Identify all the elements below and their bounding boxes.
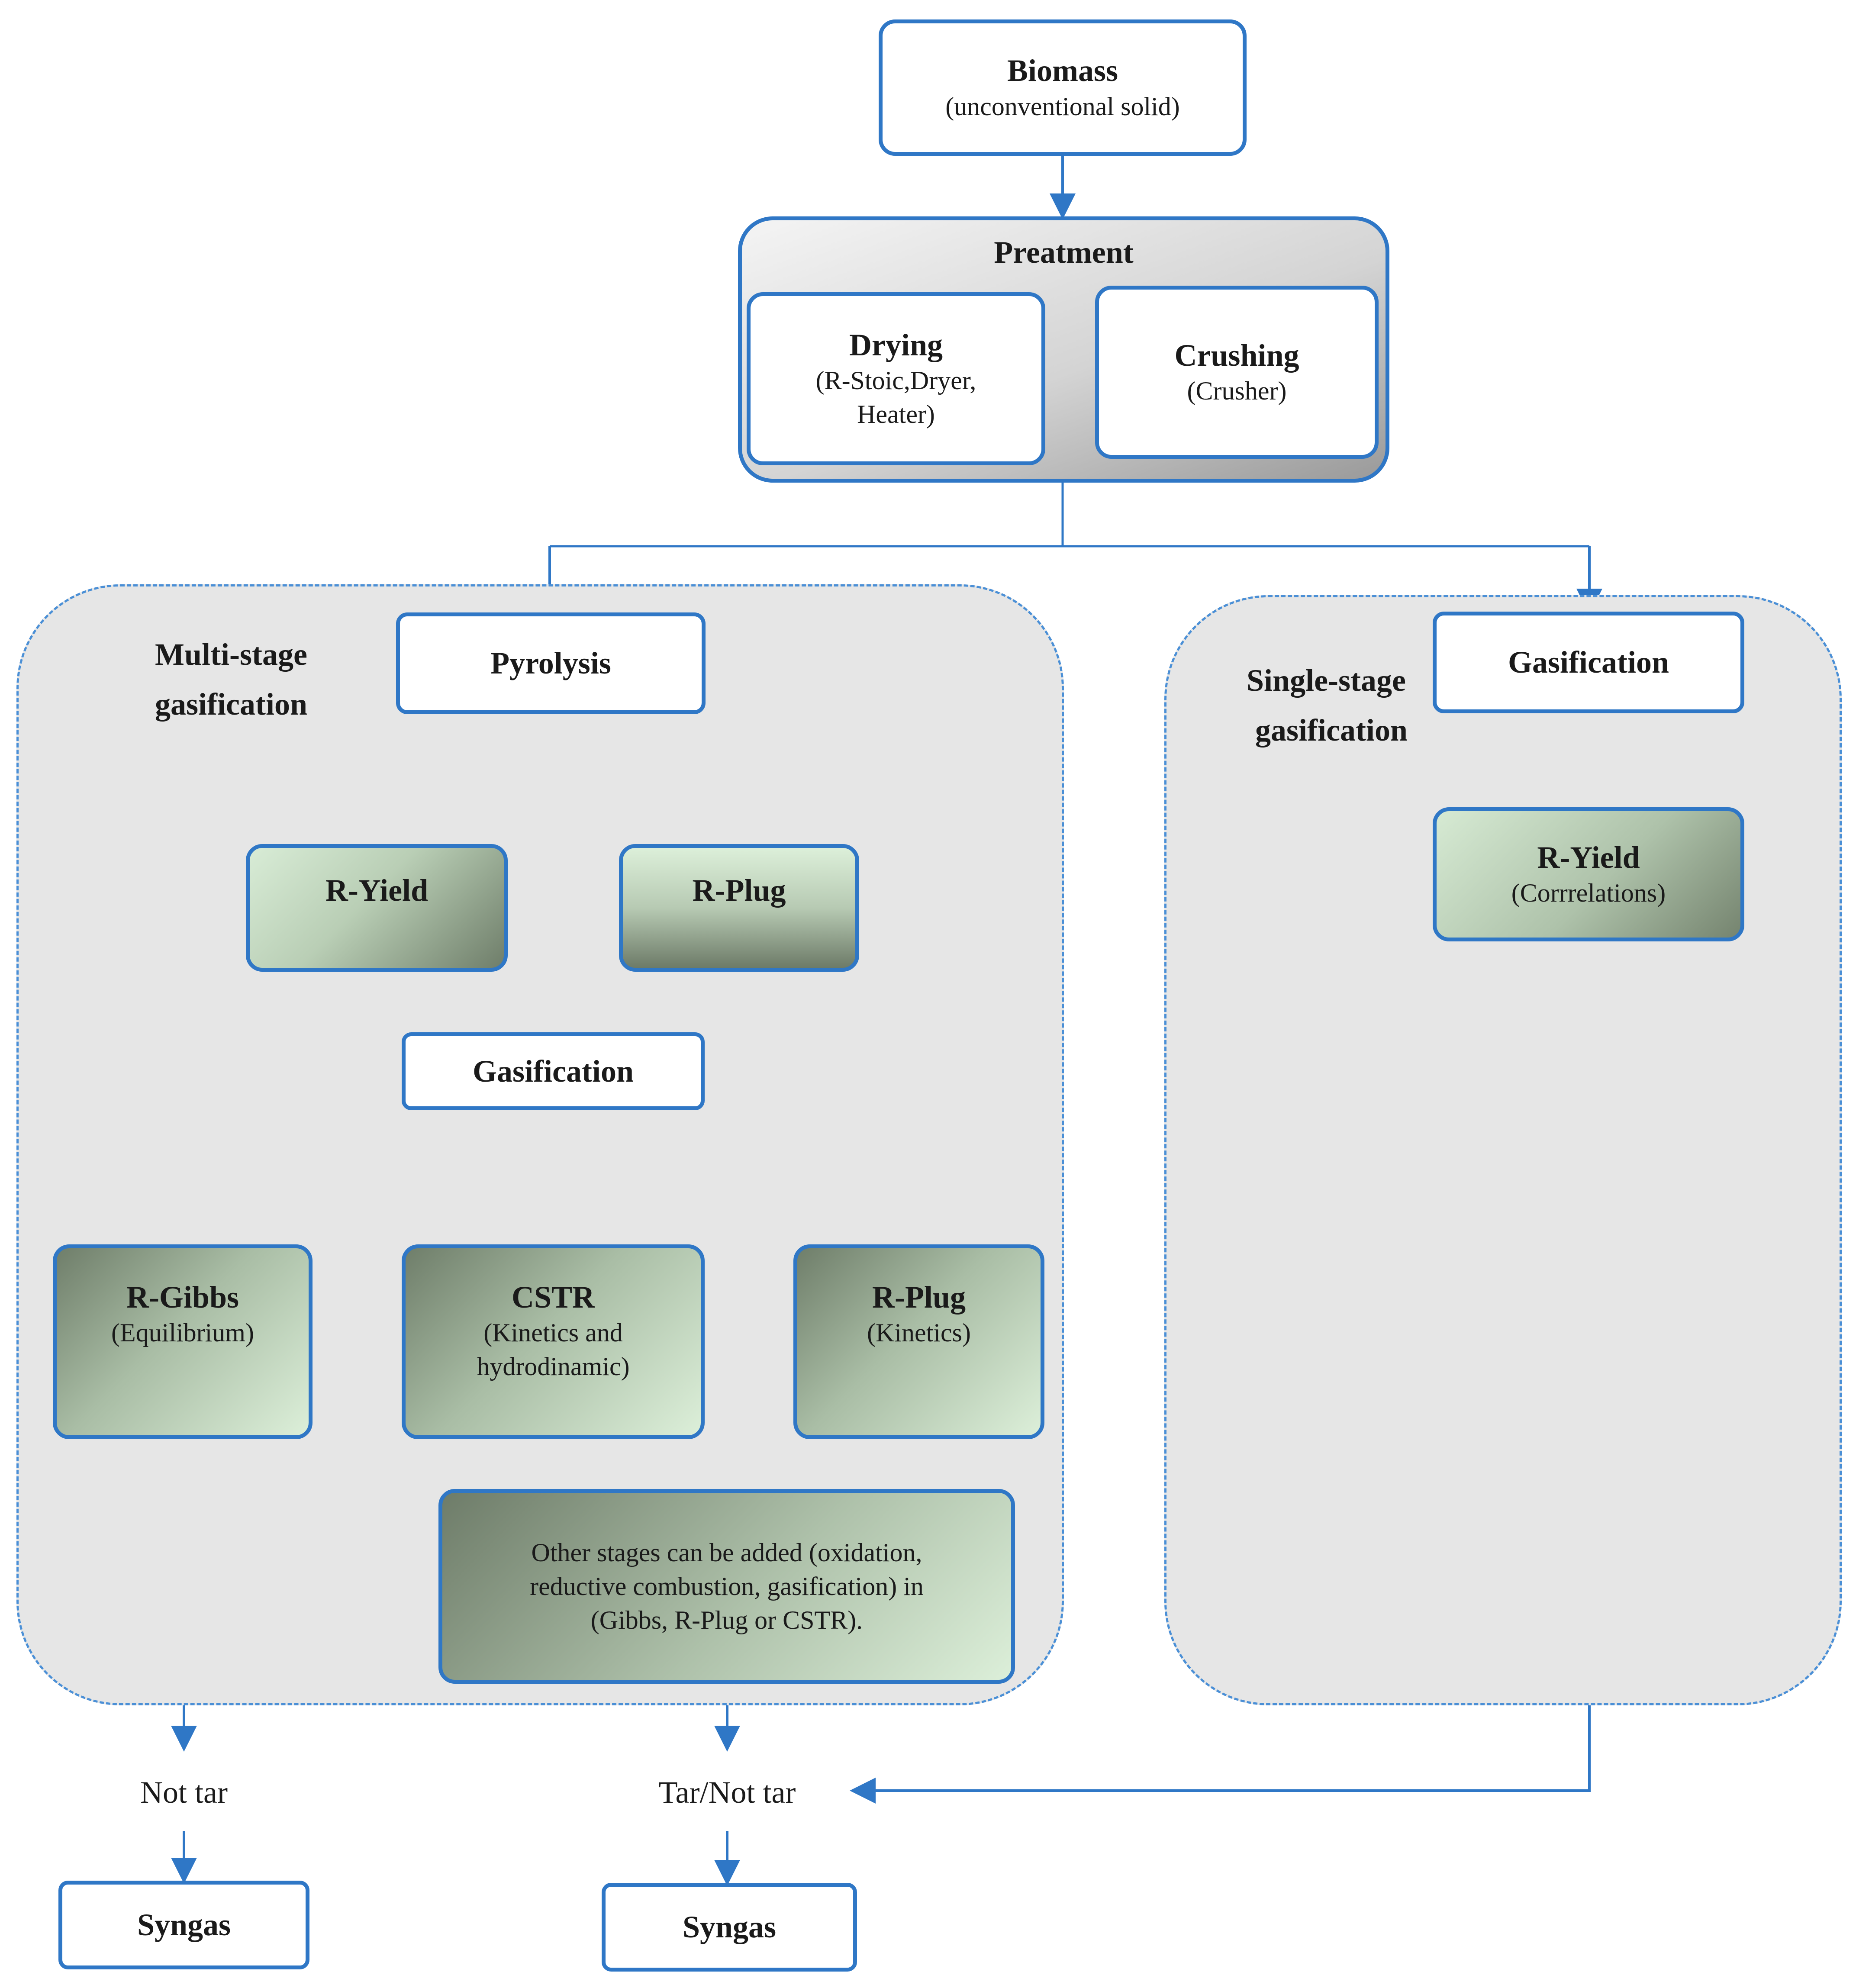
other-stages-line3: (Gibbs, R-Plug or CSTR).: [590, 1606, 863, 1634]
r-plug-kinetics-box: R-Plug (Kinetics): [793, 1244, 1044, 1439]
tar-not-tar-label: Tar/Not tar: [658, 1775, 796, 1810]
cstr-box: CSTR (Kinetics and hydrodinamic): [402, 1244, 705, 1439]
multi-gasification-box: Gasification: [402, 1032, 705, 1110]
biomass-subtitle: (unconventional solid): [945, 92, 1180, 121]
single-stage-label: Single-stage gasification: [1247, 656, 1408, 755]
r-plug-box: R-Plug: [619, 844, 859, 972]
single-stage-label-line2: gasification: [1255, 713, 1408, 748]
drying-subtitle-line2: Heater): [857, 400, 935, 429]
r-yield-correlations-box: R-Yield (Corrrelations): [1433, 807, 1744, 941]
r-gibbs-box: R-Gibbs (Equilibrium): [53, 1244, 313, 1439]
syngas-left-title: Syngas: [137, 1907, 231, 1943]
r-gibbs-title: R-Gibbs: [126, 1280, 239, 1315]
r-yield-correlations-subtitle: (Corrrelations): [1511, 879, 1666, 908]
multi-stage-label: Multi-stage gasification: [155, 630, 307, 729]
not-tar-label: Not tar: [140, 1775, 228, 1810]
syngas-left-box: Syngas: [58, 1881, 309, 1969]
drying-subtitle-line1: (R-Stoic,Dryer,: [815, 366, 976, 395]
r-plug-kinetics-title: R-Plug: [872, 1280, 966, 1315]
single-gasification-box: Gasification: [1433, 612, 1744, 713]
r-yield-title: R-Yield: [325, 873, 429, 908]
r-yield-box: R-Yield: [246, 844, 508, 972]
pyrolysis-title: Pyrolysis: [490, 646, 611, 681]
crushing-title: Crushing: [1174, 338, 1299, 373]
syngas-right-box: Syngas: [602, 1883, 857, 1972]
single-stage-panel: [1164, 595, 1842, 1705]
other-stages-box: Other stages can be added (oxidation, re…: [438, 1489, 1015, 1684]
r-gibbs-subtitle: (Equilibrium): [111, 1318, 254, 1347]
pretreatment-title: Preatment: [994, 235, 1134, 270]
cstr-title: CSTR: [511, 1280, 595, 1315]
biomass-title: Biomass: [1007, 53, 1118, 88]
single-gasification-title: Gasification: [1508, 645, 1669, 680]
crushing-subtitle: (Crusher): [1187, 377, 1287, 406]
crushing-box: Crushing (Crusher): [1095, 286, 1379, 459]
pyrolysis-box: Pyrolysis: [396, 612, 706, 714]
drying-title: Drying: [849, 327, 943, 362]
r-yield-correlations-title: R-Yield: [1537, 840, 1640, 875]
syngas-right-title: Syngas: [682, 1910, 777, 1945]
drying-box: Drying (R-Stoic,Dryer, Heater): [747, 292, 1045, 465]
other-stages-line1: Other stages can be added (oxidation,: [531, 1538, 922, 1567]
cstr-subtitle-line2: hydrodinamic): [477, 1352, 630, 1381]
single-stage-label-line1: Single-stage: [1247, 663, 1406, 698]
r-plug-title: R-Plug: [692, 873, 786, 908]
biomass-box: Biomass (unconventional solid): [879, 19, 1247, 156]
r-plug-kinetics-subtitle: (Kinetics): [867, 1318, 971, 1347]
multi-stage-label-line1: Multi-stage: [155, 637, 307, 672]
multi-gasification-title: Gasification: [473, 1054, 634, 1089]
cstr-subtitle-line1: (Kinetics and: [483, 1318, 623, 1347]
other-stages-line2: reductive combustion, gasification) in: [530, 1572, 924, 1601]
multi-stage-label-line2: gasification: [155, 687, 307, 722]
